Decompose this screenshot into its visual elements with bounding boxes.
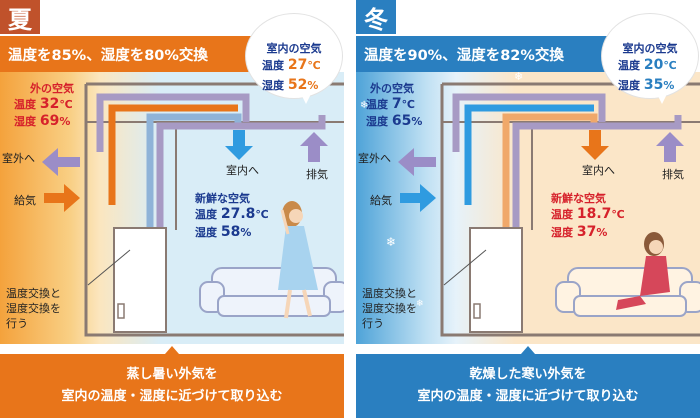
winter-panel: ❄ ❄ ❄ ❄ 冬 温度を90%、湿度を82%交換 外の空気 温度 7℃ 湿度 … [356, 0, 700, 418]
summer-arrow-to-inside [225, 130, 253, 160]
winter-duct-return [512, 115, 682, 228]
summer-arrow-to-outside [42, 148, 80, 176]
winter-exchanger-caption-1: 温度交換と [362, 287, 417, 300]
summer-title: 温度を85%、湿度を80%交換 [0, 36, 272, 72]
winter-label-exhaust: 排気 [662, 168, 684, 181]
snowflake-icon: ❄ [514, 70, 523, 83]
summer-fresh-temp: 温度 27.8℃ [195, 206, 269, 222]
winter-indoor-title: 室内の空気 [622, 42, 678, 55]
summer-label-to-outside: 室外へ [2, 152, 35, 165]
summer-sofa [199, 267, 344, 317]
summer-footer-line-1: 蒸し暑い外気を [126, 367, 218, 382]
winter-fresh-temp: 温度 18.7℃ [551, 206, 625, 222]
snowflake-icon: ❄ [386, 235, 396, 249]
summer-panel: 夏 温度を85%、湿度を80%交換 外の空気 温度 32℃ 湿度 69% 室内の… [0, 0, 344, 418]
summer-woman-figure [278, 201, 318, 319]
summer-arrow-supply [44, 184, 80, 212]
summer-indoor-title: 室内の空気 [266, 42, 322, 55]
summer-outside-temp: 温度 32℃ [14, 96, 73, 112]
summer-duct-return [156, 115, 326, 228]
summer-duct-supply [108, 104, 238, 205]
winter-outside-hum: 湿度 65% [366, 113, 423, 129]
summer-arrow-exhaust [300, 132, 328, 162]
winter-duct-supply [464, 104, 594, 205]
winter-woman-figure [616, 232, 670, 310]
winter-indoor-bubble [602, 14, 698, 98]
winter-arrow-exhaust [656, 132, 684, 162]
summer-house-wall [84, 84, 344, 337]
summer-callout-line [87, 249, 131, 286]
winter-indoor-temp: 温度 20℃ [618, 57, 677, 73]
winter-season-badge: 冬 [356, 0, 396, 34]
winter-indoor-hum: 湿度 35% [618, 77, 675, 93]
winter-label-to-inside: 室内へ [582, 164, 615, 177]
summer-indoor-temp: 温度 27℃ [262, 57, 321, 73]
summer-outside-hum: 湿度 69% [14, 113, 71, 129]
summer-exchanger-caption-1: 温度交換と [6, 287, 61, 300]
summer-fresh-air-title: 新鮮な空気 [195, 192, 250, 205]
summer-fresh-hum: 湿度 58% [195, 224, 252, 240]
winter-outside-temp: 温度 7℃ [366, 96, 415, 112]
winter-outside-air-title: 外の空気 [370, 82, 414, 95]
summer-exchanger-caption-3: 行う [6, 317, 28, 330]
summer-footer: 蒸し暑い外気を 室内の温度・湿度に近づけて取り込む [0, 354, 344, 418]
summer-exchanger-unit [113, 227, 167, 333]
winter-duct-exhaust [452, 93, 606, 152]
winter-fresh-hum: 湿度 37% [551, 224, 608, 240]
summer-label-exhaust: 排気 [306, 168, 328, 181]
summer-footer-line-2: 室内の温度・湿度に近づけて取り込む [61, 389, 283, 404]
winter-footer-line-1: 乾燥した寒い外気を [469, 367, 587, 382]
winter-footer-line-2: 室内の温度・湿度に近づけて取り込む [417, 389, 639, 404]
winter-footer: 乾燥した寒い外気を 室内の温度・湿度に近づけて取り込む [356, 354, 700, 418]
snowflake-icon: ❄ [416, 299, 424, 309]
snowflake-icon: ❄ [360, 100, 368, 111]
winter-fresh-air-title: 新鮮な空気 [551, 192, 606, 205]
summer-season-badge: 夏 [0, 0, 40, 34]
winter-sofa [555, 267, 700, 317]
summer-indoor-bubble [246, 14, 342, 98]
winter-exchanger-unit [469, 227, 523, 333]
summer-exchanger-caption-2: 湿度交換を [6, 302, 61, 315]
winter-exchanger-caption-3: 行う [362, 317, 384, 330]
summer-indoor-hum: 湿度 52% [262, 77, 319, 93]
winter-illustration: ❄ ❄ ❄ ❄ [360, 70, 700, 337]
summer-outside-air-title: 外の空気 [30, 82, 74, 95]
winter-arrow-to-outside [398, 148, 436, 176]
winter-arrow-to-inside [581, 130, 609, 160]
winter-label-to-outside: 室外へ [358, 152, 391, 165]
winter-title: 温度を90%、湿度を82%交換 [356, 36, 628, 72]
winter-house-wall [440, 84, 700, 337]
winter-exchanger-caption-2: 湿度交換を [362, 302, 417, 315]
winter-arrow-supply [400, 184, 436, 212]
summer-label-supply: 給気 [14, 194, 36, 207]
summer-label-to-inside: 室内へ [226, 164, 259, 177]
summer-duct-exhaust [96, 93, 250, 152]
winter-label-supply: 給気 [370, 194, 392, 207]
summer-illustration [42, 82, 344, 337]
